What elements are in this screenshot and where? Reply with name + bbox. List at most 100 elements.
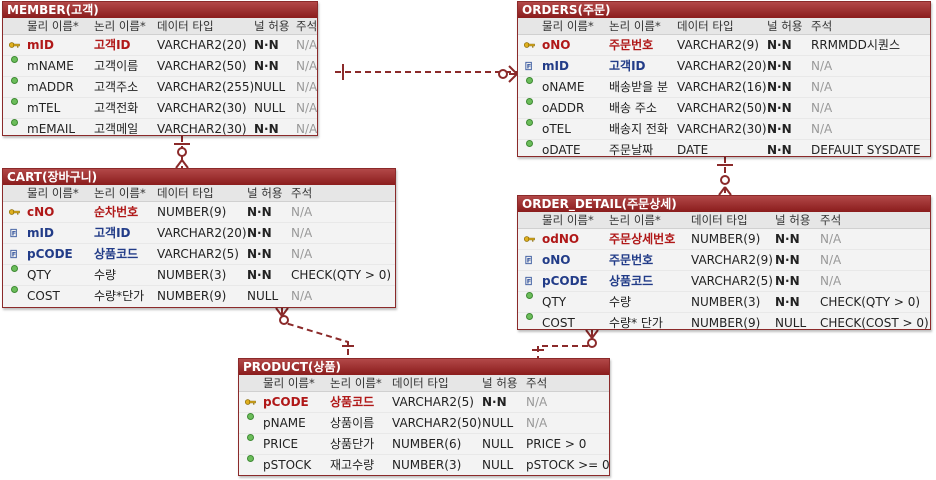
logical-name: 수량*단가	[94, 289, 145, 303]
nullable-value: N·N	[767, 80, 792, 94]
primary-key-icon	[245, 399, 256, 405]
data-type: NUMBER(6)	[392, 437, 462, 451]
table-member[interactable]: MEMBER(고객) 물리 이름* 논리 이름* 데이터 타입 널 허용 주석 …	[2, 1, 318, 136]
logical-name: 고객전화	[94, 101, 139, 115]
data-type: VARCHAR2(30)	[157, 122, 247, 136]
column-header: 물리 이름* 논리 이름* 데이터 타입 널 허용 주석	[3, 18, 317, 35]
data-type: NUMBER(3)	[157, 268, 227, 282]
column-icon	[526, 140, 533, 147]
column-name: COST	[542, 316, 575, 330]
rel-cart-product	[281, 308, 349, 358]
nullable-value: N·N	[767, 143, 792, 157]
nullable-value: N·N	[482, 395, 507, 409]
data-type: VARCHAR2(50)	[677, 101, 767, 115]
header-comment: 주석	[296, 19, 318, 33]
column-icon	[526, 98, 533, 105]
column-name: mID	[542, 59, 569, 73]
comment-value: N/A	[291, 205, 313, 219]
column-icon	[526, 292, 533, 299]
logical-name: 주문상세번호	[609, 232, 676, 246]
data-type: NUMBER(9)	[157, 205, 227, 219]
nullable-value: N·N	[767, 101, 792, 115]
comment-value: N/A	[296, 59, 318, 73]
nullable-value: N·N	[767, 38, 792, 52]
logical-name: 고객ID	[94, 226, 131, 240]
header-comment: 주석	[526, 376, 548, 390]
nullable-value: N·N	[247, 268, 272, 282]
column-name: oADDR	[542, 101, 585, 115]
column-icon	[11, 265, 18, 272]
table-title[interactable]: MEMBER(고객)	[3, 2, 317, 18]
column-name: oNAME	[542, 80, 585, 94]
column-name: QTY	[27, 268, 52, 282]
data-type: VARCHAR2(50)	[157, 59, 247, 73]
foreign-key-icon: F	[10, 228, 17, 238]
table-cart[interactable]: CART(장바구니) 물리 이름* 논리 이름* 데이터 타입 널 허용 주석 …	[2, 168, 396, 308]
column-icon	[11, 98, 18, 105]
table-title[interactable]: ORDER_DETAIL(주문상세)	[518, 196, 930, 212]
data-type: VARCHAR2(5)	[392, 395, 474, 409]
column-header: 물리 이름* 논리 이름* 데이터 타입 널 허용 주석	[239, 375, 609, 392]
data-type: NUMBER(9)	[691, 232, 761, 246]
comment-value: N/A	[291, 289, 313, 303]
table-orders[interactable]: ORDERS(주문) 물리 이름* 논리 이름* 데이터 타입 널 허용 주석 …	[517, 1, 931, 157]
nullable-value: NULL	[254, 101, 286, 115]
svg-text:F: F	[12, 251, 16, 259]
nullable-value: N·N	[775, 274, 800, 288]
column-icon	[247, 413, 254, 420]
nullable-value: NULL	[482, 416, 514, 430]
primary-key-icon	[9, 209, 20, 215]
foreign-key-icon: F	[10, 249, 17, 259]
column-name: pCODE	[263, 395, 309, 409]
comment-value: PRICE > 0	[526, 437, 587, 451]
comment-value: N/A	[811, 80, 833, 94]
nullable-value: N·N	[254, 38, 279, 52]
column-name: mEMAIL	[27, 122, 76, 136]
column-icon	[526, 77, 533, 84]
logical-name: 고객ID	[94, 38, 131, 52]
column-icon	[11, 119, 18, 126]
header-nullable: 널 허용	[254, 19, 290, 33]
logical-name: 상품단가	[330, 437, 375, 451]
column-name: pCODE	[27, 247, 73, 261]
table-title[interactable]: CART(장바구니)	[3, 169, 395, 185]
comment-value: N/A	[291, 247, 313, 261]
column-name: pNAME	[263, 416, 306, 430]
comment-value: N/A	[526, 416, 548, 430]
nullable-value: NULL	[775, 316, 807, 330]
table-product[interactable]: PRODUCT(상품) 물리 이름* 논리 이름* 데이터 타입 널 허용 주석…	[238, 358, 610, 476]
logical-name: 상품코드	[609, 274, 654, 288]
header-physical: 물리 이름*	[542, 19, 594, 33]
table-order-detail[interactable]: ORDER_DETAIL(주문상세) 물리 이름* 논리 이름* 데이터 타입 …	[517, 195, 931, 330]
table-title[interactable]: PRODUCT(상품)	[239, 359, 609, 375]
table-title[interactable]: ORDERS(주문)	[518, 2, 930, 18]
